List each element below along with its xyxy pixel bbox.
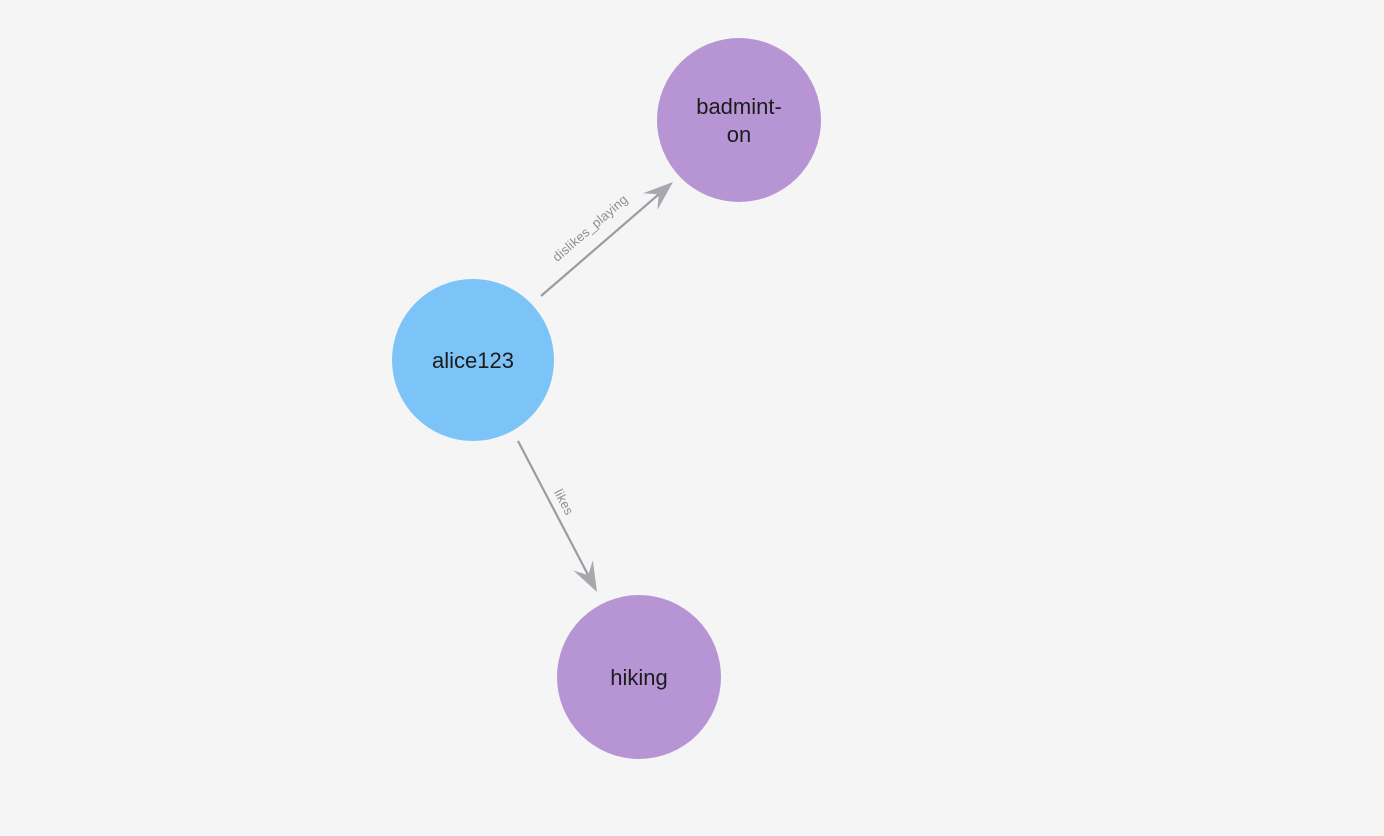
edge-alice123-hiking[interactable]: likes <box>517 440 597 592</box>
edge-line <box>517 440 593 582</box>
edge-arrowhead <box>573 560 597 592</box>
node-badminton[interactable]: badmint-on <box>657 38 821 202</box>
node-circle[interactable] <box>392 279 554 441</box>
node-circle[interactable] <box>657 38 821 202</box>
node-hiking[interactable]: hiking <box>557 595 721 759</box>
edge-arrowhead <box>643 182 673 210</box>
edge-line <box>540 189 665 297</box>
node-circle[interactable] <box>557 595 721 759</box>
node-layer: badmint-on alice123 hiking <box>392 38 821 759</box>
edge-alice123-badminton[interactable]: dislikes_playing <box>540 182 673 297</box>
node-alice123[interactable]: alice123 <box>392 279 554 441</box>
